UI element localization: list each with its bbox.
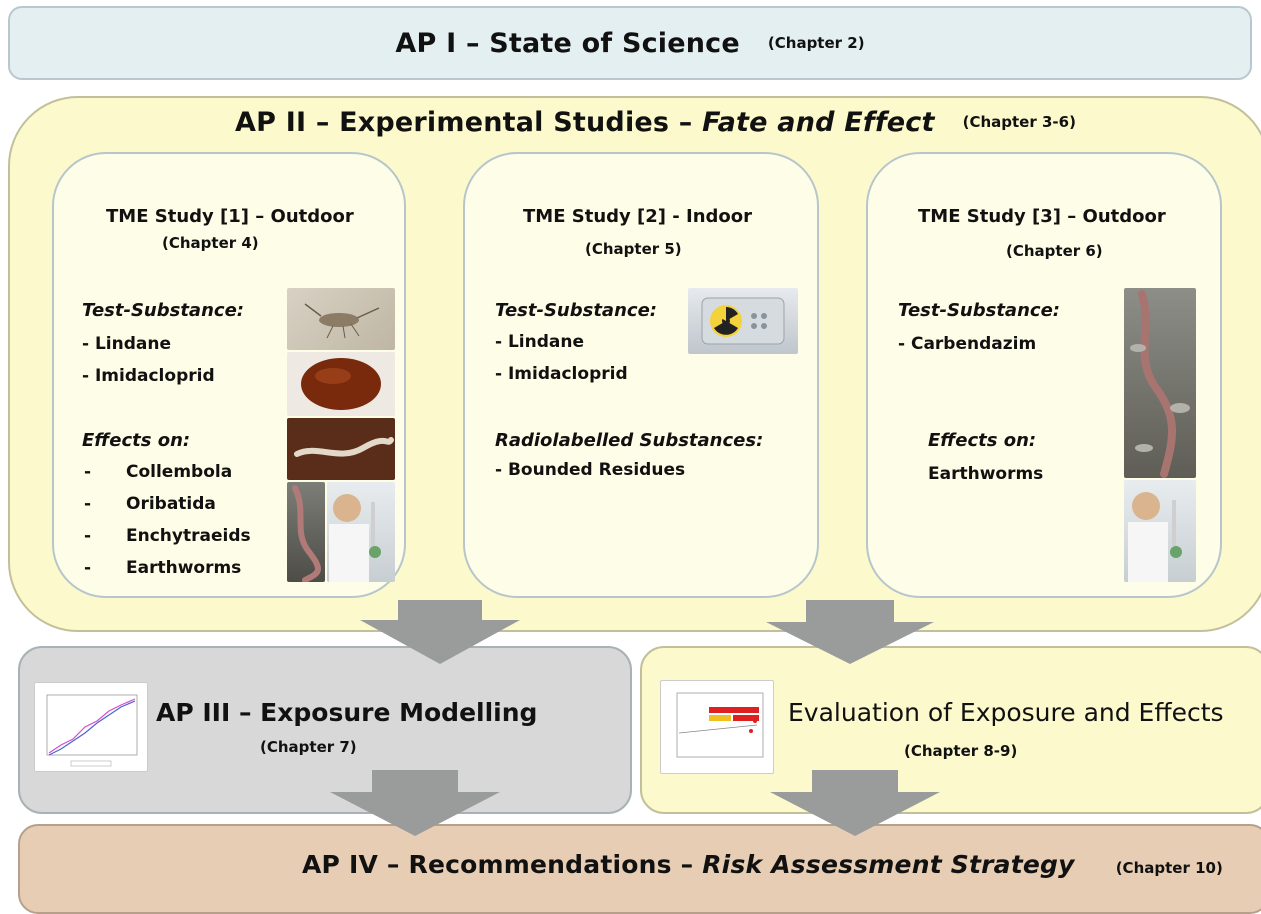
- arrow-down-icon: [330, 770, 500, 836]
- worm-icon: [294, 437, 394, 457]
- ap2-title-italic: Fate and Effect: [702, 106, 935, 138]
- ap4-recommendations-box: AP IV – Recommendations – Risk Assessmen…: [18, 824, 1261, 914]
- radiolabelled-heading: Radiolabelled Substances:: [495, 430, 764, 451]
- ap4-chapter: (Chapter 10): [1115, 859, 1223, 877]
- ap3-title: AP III – Exposure Modelling: [156, 698, 538, 727]
- lab-researcher-photo: [1124, 480, 1196, 582]
- ap2-title: AP II – Experimental Studies – Fate and …: [235, 107, 935, 138]
- tme-study-3-box: TME Study [3] – Outdoor (Chapter 6) Test…: [866, 152, 1222, 598]
- evaluation-title: Evaluation of Exposure and Effects: [788, 698, 1224, 727]
- study-2-chapter: (Chapter 5): [585, 240, 682, 258]
- bounded-residues: - Bounded Residues: [495, 460, 686, 480]
- bar-chart-thumbnail: [676, 692, 764, 758]
- study-2-substance-1: - Lindane: [495, 332, 585, 352]
- ap2-title-prefix: AP II – Experimental Studies –: [235, 106, 703, 138]
- earthworm-icon: [1130, 290, 1190, 478]
- radiolabel-photo: [688, 288, 798, 354]
- mite-icon: [301, 358, 381, 410]
- study-1-chapter: (Chapter 4): [162, 234, 259, 252]
- evaluation-chart-thumbnail: [660, 680, 774, 774]
- earthworm-photo: [287, 482, 325, 582]
- effect-dash: -: [84, 494, 92, 514]
- line-chart-thumbnail: [46, 694, 138, 767]
- study-1-substance-heading: Test-Substance:: [82, 300, 244, 321]
- study-3-effects-heading: Effects on:: [928, 430, 1037, 451]
- evaluation-chapter: (Chapter 8-9): [904, 742, 1018, 760]
- study-3-substance-heading: Test-Substance:: [898, 300, 1060, 321]
- tme-study-1-box: TME Study [1] – Outdoor (Chapter 4) Test…: [52, 152, 406, 598]
- study-1-title: TME Study [1] – Outdoor: [106, 206, 354, 227]
- exposure-chart-thumbnail: [34, 682, 148, 772]
- collembola-icon: [304, 303, 380, 339]
- radiation-icon: [701, 297, 785, 345]
- enchytraeid-photo: [287, 418, 395, 480]
- evaluation-box: Evaluation of Exposure and Effects (Chap…: [640, 646, 1261, 814]
- effect-dash: -: [84, 558, 92, 578]
- study-3-earthworms: Earthworms: [928, 464, 1044, 484]
- researcher-icon: [1128, 492, 1182, 582]
- effect-dash: -: [84, 462, 92, 482]
- effect-oribatida: Oribatida: [126, 494, 216, 514]
- arrow-down-icon: [770, 770, 940, 836]
- effect-enchytraeids: Enchytraeids: [126, 526, 251, 546]
- collembola-photo: [287, 288, 395, 350]
- ap2-chapter: (Chapter 3-6): [962, 113, 1076, 131]
- ap4-title: AP IV – Recommendations – Risk Assessmen…: [302, 850, 1075, 879]
- effect-collembola: Collembola: [126, 462, 233, 482]
- ap1-state-of-science-box: AP I – State of Science (Chapter 2): [8, 6, 1252, 80]
- ap4-title-row: AP IV – Recommendations – Risk Assessmen…: [302, 850, 1223, 879]
- ap1-title: AP I – State of Science: [395, 27, 740, 59]
- study-3-title: TME Study [3] – Outdoor: [918, 206, 1166, 227]
- study-2-substance-heading: Test-Substance:: [495, 300, 657, 321]
- study-2-substance-2: - Imidacloprid: [495, 364, 628, 384]
- ap4-title-italic: Risk Assessment Strategy: [702, 850, 1075, 879]
- arrow-down-icon: [360, 600, 520, 664]
- study-3-chapter: (Chapter 6): [1006, 242, 1103, 260]
- effect-earthworms: Earthworms: [126, 558, 242, 578]
- study-1-substance-1: - Lindane: [82, 334, 172, 354]
- earthworm-photo: [1124, 288, 1196, 478]
- ap4-title-prefix: AP IV – Recommendations –: [302, 850, 703, 879]
- study-1-effects-heading: Effects on:: [82, 430, 191, 451]
- ap1-chapter: (Chapter 2): [767, 34, 865, 52]
- study-2-title: TME Study [2] - Indoor: [523, 206, 753, 227]
- earthworm-icon: [292, 485, 321, 582]
- effect-dash: -: [84, 526, 92, 546]
- tme-study-2-box: TME Study [2] - Indoor (Chapter 5) Test-…: [463, 152, 819, 598]
- study-3-substance-1: - Carbendazim: [898, 334, 1037, 354]
- ap3-exposure-modelling-box: AP III – Exposure Modelling (Chapter 7): [18, 646, 632, 814]
- lab-researcher-photo: [327, 482, 395, 582]
- ap2-title-row: AP II – Experimental Studies – Fate and …: [0, 102, 1261, 142]
- study-1-substance-2: - Imidacloprid: [82, 366, 215, 386]
- arrow-down-icon: [766, 600, 934, 664]
- researcher-icon: [329, 494, 381, 582]
- oribatida-photo: [287, 352, 395, 416]
- ap3-chapter: (Chapter 7): [260, 738, 357, 756]
